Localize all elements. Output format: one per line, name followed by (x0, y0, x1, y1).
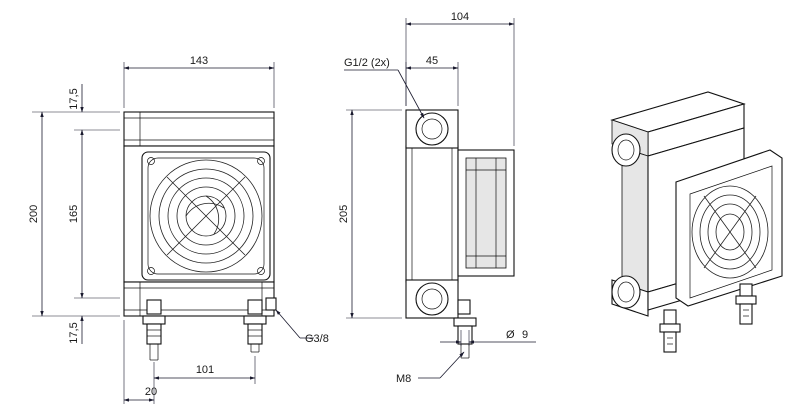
dim-label-101: 101 (196, 364, 214, 376)
isometric-view (610, 91, 783, 353)
side-core (405, 145, 459, 283)
dim-label-205: 205 (338, 205, 350, 223)
side-bottom-port (415, 282, 449, 316)
leader-port-size: G1/2 (2x) (344, 57, 425, 119)
dim-front-width: 143 (123, 55, 275, 108)
side-top-port (415, 112, 449, 146)
front-fan (141, 151, 271, 281)
front-foot-left (142, 299, 166, 361)
dim-bottom-offset: 17,5 (68, 315, 84, 344)
drain-plug (265, 297, 277, 311)
dim-foot-offset: 20 (123, 320, 157, 404)
dim-foot-spacing: 101 (153, 356, 256, 384)
diameter-symbol: Ø (506, 329, 515, 341)
dim-front-height: 200 (28, 111, 120, 317)
dim-side-height: 205 (338, 109, 402, 319)
side-foot (453, 299, 477, 359)
dim-label-20: 20 (145, 386, 157, 398)
dim-label-9: 9 (522, 329, 528, 341)
front-top-manifold (123, 111, 275, 147)
leader-drain-port: G3/8 (275, 309, 329, 345)
label-g3-8: G3/8 (305, 333, 329, 345)
front-view: 143 200 165 17,5 17,5 (28, 55, 329, 404)
dim-label-165: 165 (68, 205, 80, 223)
dim-label-17-5-bottom: 17,5 (68, 322, 80, 343)
iso-bottom-port (611, 275, 641, 309)
dim-hole-diameter: Ø 9 (440, 329, 536, 346)
label-m8: M8 (396, 373, 411, 385)
dim-label-200: 200 (28, 205, 40, 223)
dim-label-45: 45 (426, 55, 438, 67)
leader-bolt: M8 (396, 351, 465, 385)
front-foot-right (243, 299, 267, 353)
dim-label-17-5-top: 17,5 (68, 88, 80, 109)
label-g1-2-2x: G1/2 (2x) (344, 57, 390, 69)
iso-top-port (611, 133, 641, 167)
dim-label-143: 143 (190, 55, 208, 67)
dim-top-offset: 17,5 (68, 84, 84, 113)
dim-core-height: 165 (68, 129, 120, 299)
side-view: 104 45 G1/2 (2x) 205 Ø (338, 11, 536, 385)
side-fan (457, 149, 515, 277)
dim-label-104: 104 (451, 11, 469, 23)
